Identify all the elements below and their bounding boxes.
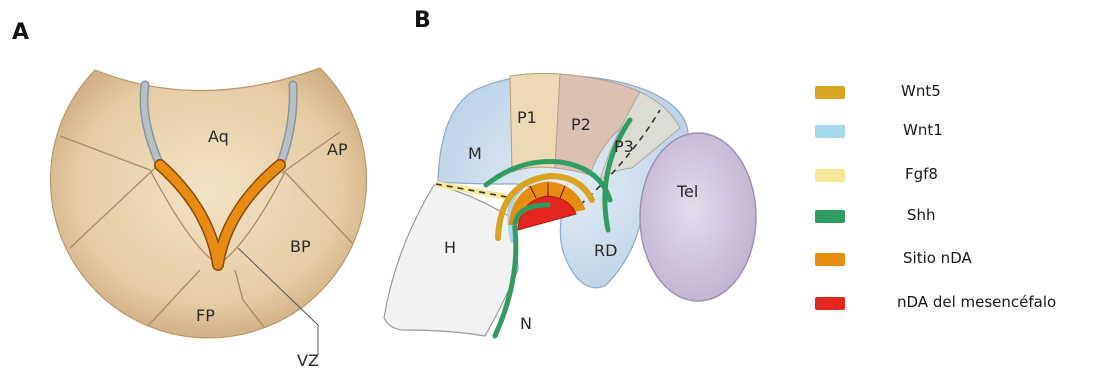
label-p2: P2	[571, 115, 591, 134]
legend-label: Wnt5	[901, 82, 941, 100]
label-rd: RD	[594, 241, 617, 260]
telencephalon-region	[640, 133, 756, 301]
legend-swatch	[815, 86, 845, 99]
label-vz: VZ	[297, 351, 319, 370]
label-p3: P3	[614, 137, 634, 156]
label-tel: Tel	[676, 182, 698, 201]
label-ap: AP	[327, 140, 348, 159]
label-aq: Aq	[208, 127, 229, 146]
label-fp: FP	[196, 306, 215, 325]
legend-label: Sitio nDA	[903, 249, 972, 267]
legend-label: Shh	[907, 206, 936, 224]
legend-label: Wnt1	[903, 121, 943, 139]
label-bp: BP	[290, 237, 311, 256]
legend-label: Fgf8	[905, 165, 938, 183]
legend-swatch	[815, 125, 845, 138]
hindbrain-region	[384, 185, 518, 336]
legend-swatch	[815, 297, 845, 310]
label-h: H	[444, 238, 456, 257]
label-n: N	[520, 314, 532, 333]
midbrain-cross-section-body	[50, 68, 366, 338]
panel-a-cross-section: Aq AP BP FP VZ	[50, 68, 366, 370]
panel-b-embryo-brain: M P1 P2 P3 Tel H RD N	[384, 73, 756, 336]
legend-swatch	[815, 210, 845, 223]
legend-swatch	[815, 169, 845, 182]
legend-swatch	[815, 253, 845, 266]
label-p1: P1	[517, 108, 537, 127]
label-m: M	[468, 144, 482, 163]
legend-label: nDA del mesencéfalo	[897, 293, 1056, 311]
